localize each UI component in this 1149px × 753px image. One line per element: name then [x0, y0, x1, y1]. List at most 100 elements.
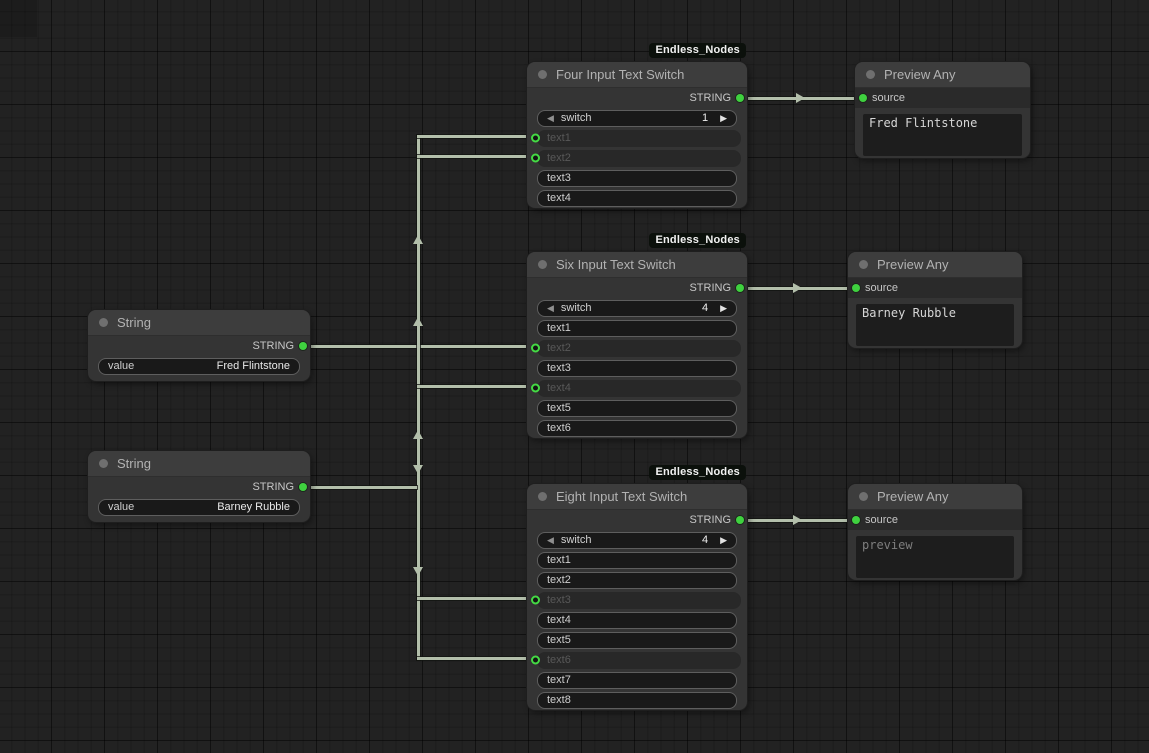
node-title-bar[interactable]: Four Input Text Switch: [527, 62, 747, 88]
collapse-dot-icon[interactable]: [866, 70, 875, 79]
node-string-barney[interactable]: String STRING value Barney Rubble: [88, 451, 310, 522]
input-slot-text4[interactable]: [531, 383, 540, 393]
input-row-source: source: [855, 88, 1030, 108]
switch-widget[interactable]: ◀ switch 1 ▶: [527, 108, 747, 128]
preview-textarea[interactable]: preview: [856, 536, 1014, 578]
input-slot-text2[interactable]: [531, 153, 540, 163]
decrement-icon[interactable]: ◀: [547, 112, 554, 123]
input-label: text6: [547, 654, 571, 666]
output-slot-string[interactable]: [736, 284, 744, 292]
node-title: Preview Any: [877, 257, 949, 272]
node-title-bar[interactable]: String: [88, 451, 310, 477]
switch-widget[interactable]: ◀ switch 4 ▶: [527, 298, 747, 318]
collapse-dot-icon[interactable]: [99, 459, 108, 468]
output-label: STRING: [252, 481, 294, 493]
value-widget-row[interactable]: value Barney Rubble: [88, 497, 310, 517]
input-row-text4: text4: [527, 378, 747, 398]
input-slot-source[interactable]: [852, 284, 860, 292]
node-four-input-text-switch[interactable]: Endless_Nodes Four Input Text Switch STR…: [527, 43, 747, 208]
widget-value: Fred Flintstone: [216, 360, 290, 372]
output-slot-string[interactable]: [299, 483, 307, 491]
output-label: STRING: [689, 92, 731, 104]
node-title: String: [117, 456, 151, 471]
node-title: Preview Any: [884, 67, 956, 82]
value-widget-row[interactable]: value Fred Flintstone: [88, 356, 310, 376]
widget-label: text3: [547, 362, 571, 374]
collapse-dot-icon[interactable]: [538, 260, 547, 269]
collapse-dot-icon[interactable]: [859, 492, 868, 501]
collapse-dot-icon[interactable]: [538, 492, 547, 501]
input-slot-text1[interactable]: [531, 133, 540, 143]
input-label: text4: [547, 382, 571, 394]
node-title-bar[interactable]: String: [88, 310, 310, 336]
widget-row-text8[interactable]: text8: [527, 690, 747, 710]
widget-row-text3[interactable]: text3: [527, 358, 747, 378]
widget-row-text3[interactable]: text3: [527, 168, 747, 188]
switch-value: 4: [701, 534, 709, 546]
output-slot-string[interactable]: [736, 94, 744, 102]
switch-label: switch: [560, 534, 592, 546]
input-label: text1: [547, 132, 571, 144]
switch-label: switch: [560, 302, 592, 314]
output-slot-string[interactable]: [299, 342, 307, 350]
input-slot-text3[interactable]: [531, 595, 540, 605]
input-label: source: [865, 282, 899, 294]
node-six-input-text-switch[interactable]: Endless_Nodes Six Input Text Switch STRI…: [527, 233, 747, 438]
increment-icon[interactable]: ▶: [720, 112, 727, 123]
output-slot-string[interactable]: [736, 516, 744, 524]
widget-label: text8: [547, 694, 571, 706]
widget-row-text4[interactable]: text4: [527, 610, 747, 630]
widget-label: text1: [547, 322, 571, 334]
decrement-icon[interactable]: ◀: [547, 302, 554, 313]
input-slot-source[interactable]: [859, 94, 867, 102]
input-row-text2: text2: [527, 148, 747, 168]
node-title: String: [117, 315, 151, 330]
node-pack-badge: Endless_Nodes: [649, 43, 746, 58]
input-slot-source[interactable]: [852, 516, 860, 524]
widget-row-text5[interactable]: text5: [527, 398, 747, 418]
preview-textarea[interactable]: Barney Rubble: [856, 304, 1014, 346]
preview-textarea[interactable]: Fred Flintstone: [863, 114, 1022, 156]
widget-row-text7[interactable]: text7: [527, 670, 747, 690]
node-string-fred[interactable]: String STRING value Fred Flintstone: [88, 310, 310, 381]
node-title-bar[interactable]: Preview Any: [848, 252, 1022, 278]
widget-label: text4: [547, 614, 571, 626]
widget-label: text5: [547, 634, 571, 646]
widget-value: Barney Rubble: [217, 501, 290, 513]
collapse-dot-icon[interactable]: [538, 70, 547, 79]
output-row: STRING: [527, 278, 747, 298]
node-title-bar[interactable]: Preview Any: [848, 484, 1022, 510]
input-label: text2: [547, 152, 571, 164]
node-title-bar[interactable]: Eight Input Text Switch: [527, 484, 747, 510]
output-row: STRING: [88, 336, 310, 356]
output-row: STRING: [527, 88, 747, 108]
widget-row-text1[interactable]: text1: [527, 318, 747, 338]
collapse-dot-icon[interactable]: [859, 260, 868, 269]
input-slot-text6[interactable]: [531, 655, 540, 665]
collapse-dot-icon[interactable]: [99, 318, 108, 327]
widget-row-text4[interactable]: text4: [527, 188, 747, 208]
widget-label: text4: [547, 192, 571, 204]
widget-row-text2[interactable]: text2: [527, 570, 747, 590]
decrement-icon[interactable]: ◀: [547, 534, 554, 545]
widget-row-text1[interactable]: text1: [527, 550, 747, 570]
node-preview-any-barney[interactable]: Preview Any source Barney Rubble: [848, 252, 1022, 348]
node-preview-any-default[interactable]: Preview Any source preview: [848, 484, 1022, 580]
node-eight-input-text-switch[interactable]: Endless_Nodes Eight Input Text Switch ST…: [527, 465, 747, 710]
widget-label: text2: [547, 574, 571, 586]
input-label: text3: [547, 594, 571, 606]
node-title: Preview Any: [877, 489, 949, 504]
node-preview-any-fred[interactable]: Preview Any source Fred Flintstone: [855, 62, 1030, 158]
input-slot-text2[interactable]: [531, 343, 540, 353]
switch-label: switch: [560, 112, 592, 124]
node-title-bar[interactable]: Preview Any: [855, 62, 1030, 88]
input-label: source: [872, 92, 906, 104]
increment-icon[interactable]: ▶: [720, 534, 727, 545]
widget-row-text5[interactable]: text5: [527, 630, 747, 650]
widget-label: value: [108, 360, 135, 372]
switch-widget[interactable]: ◀ switch 4 ▶: [527, 530, 747, 550]
node-title-bar[interactable]: Six Input Text Switch: [527, 252, 747, 278]
widget-row-text6[interactable]: text6: [527, 418, 747, 438]
increment-icon[interactable]: ▶: [720, 302, 727, 313]
